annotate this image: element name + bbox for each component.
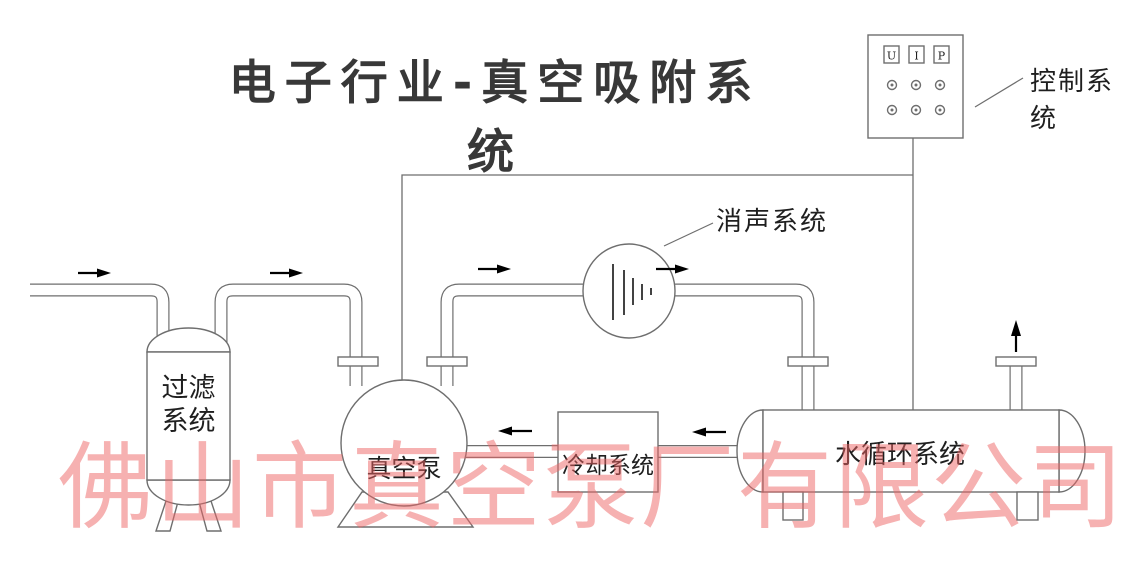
flow-arrow-right-icon (478, 264, 511, 274)
pump-body (340, 379, 468, 507)
cooling-box (557, 411, 659, 493)
meter-p-window (933, 45, 950, 64)
control-system-label: 控制系统 (1030, 67, 1115, 134)
filter-system-label: 过滤 系统 (147, 372, 230, 438)
tank-inlet-flange (787, 356, 829, 367)
flow-arrow-left-icon (692, 427, 726, 437)
meter-u-label: U (887, 50, 896, 63)
filter-system-label-line2: 系统 (161, 406, 216, 437)
silencer-sound-bars-icon (612, 264, 652, 320)
tank-left-cap (736, 409, 764, 493)
tank-body (762, 409, 1060, 493)
tank-right-leg (1016, 491, 1039, 521)
filter-to-pump-pipe-bore (215, 284, 362, 388)
vacuum-pump-label: 真空泵 (366, 454, 442, 483)
control-label-leader-line (974, 77, 1024, 108)
meter-p-label: P (938, 50, 946, 63)
silencer-system-label: 消声系统 (716, 207, 829, 237)
flow-arrow-left-icon (498, 426, 532, 436)
silencer-label-leader-line (663, 222, 714, 247)
pump-base (336, 491, 475, 528)
inlet-pipe-bore (27, 284, 169, 348)
filter-tank-body (146, 351, 231, 481)
flow-arrow-right-icon (78, 268, 111, 278)
flow-arrow-right-icon (656, 264, 689, 274)
company-watermark: 佛山市真空泵厂有限公司 (58, 433, 1126, 543)
control-wire-to-pump (401, 174, 913, 383)
page-title: 电子行业-真空吸附系统 (228, 56, 762, 180)
pump-outlet-flange (426, 356, 468, 367)
filter-to-pump-pipe (214, 283, 363, 386)
tank-left-leg (782, 491, 804, 521)
flow-arrow-right-icon (270, 268, 303, 278)
silencer-body (582, 243, 676, 339)
exhaust-arrow-up-icon (1011, 320, 1021, 352)
tank-right-cap (1058, 409, 1086, 493)
filter-system-label-line1: 过滤 (161, 373, 216, 404)
filter-tank-top-dome (146, 327, 231, 353)
tank-vent-flange (995, 356, 1037, 367)
meter-u-window (883, 45, 900, 64)
cooling-system-label: 冷却系统 (562, 453, 654, 479)
meter-i-window (908, 45, 925, 64)
pump-inlet-flange (337, 356, 379, 367)
meter-i-label: I (914, 50, 918, 63)
water-circulation-system-label: 水循环系统 (834, 440, 965, 470)
inlet-pipe (30, 283, 170, 346)
filter-tank-bottom-dome (146, 479, 231, 506)
control-panel-buttons (886, 79, 946, 116)
